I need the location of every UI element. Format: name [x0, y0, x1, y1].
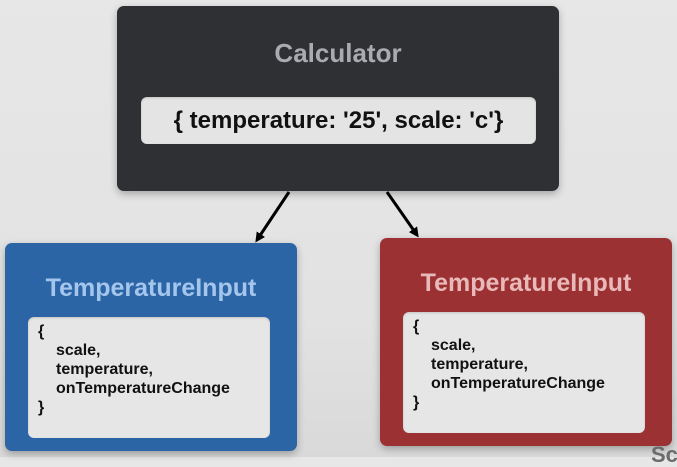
props-open-brace: { — [413, 318, 420, 335]
temperature-input-left-props: { scale, temperature, onTemperatureChang… — [28, 317, 270, 438]
prop-on-temperature-change: onTemperatureChange — [56, 380, 230, 397]
props-close-brace: } — [38, 399, 45, 416]
temperature-input-right-node: TemperatureInput { scale, temperature, o… — [380, 238, 672, 446]
arrow-to-left-input — [255, 191, 291, 243]
calculator-title: Calculator — [274, 38, 402, 68]
prop-on-temperature-change: onTemperatureChange — [431, 375, 605, 392]
corner-partial-text: Sc — [651, 442, 677, 467]
temperature-input-left-title: TemperatureInput — [45, 274, 257, 302]
calculator-state: { temperature: '25', scale: 'c'} — [141, 97, 536, 144]
arrow-to-right-input — [385, 191, 419, 238]
prop-temperature: temperature, — [431, 356, 528, 373]
calculator-node: Calculator { temperature: '25', scale: '… — [117, 6, 559, 191]
props-close-brace: } — [413, 394, 420, 411]
prop-temperature: temperature, — [56, 361, 153, 378]
props-open-brace: { — [38, 323, 45, 340]
prop-scale: scale, — [431, 337, 476, 354]
temperature-input-right-title: TemperatureInput — [420, 269, 632, 297]
temperature-input-left-node: TemperatureInput { scale, temperature, o… — [5, 243, 297, 451]
prop-scale: scale, — [56, 342, 101, 359]
temperature-input-right-props: { scale, temperature, onTemperatureChang… — [403, 312, 645, 433]
